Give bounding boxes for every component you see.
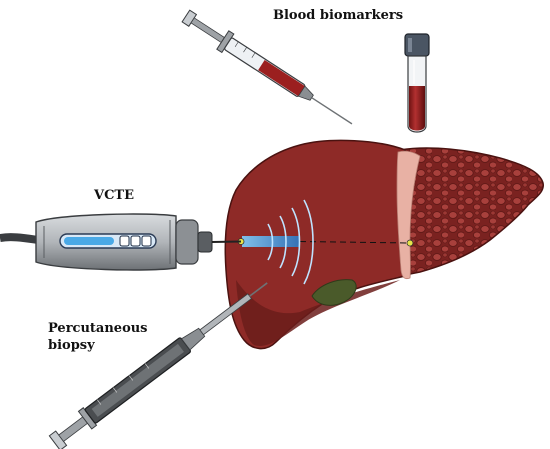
blood-tube-icon	[404, 33, 430, 133]
liver-right-lobe	[399, 147, 544, 276]
vcte-label: VCTE	[94, 188, 135, 203]
vcte-probe-icon	[0, 213, 242, 271]
gallbladder	[311, 279, 357, 306]
syringe-icon	[181, 9, 353, 125]
falciform-ligament	[396, 150, 421, 280]
biopsy-label-line1: Percutaneous	[48, 321, 148, 336]
liver-icon	[224, 139, 544, 350]
blood-biomarkers-label: Blood biomarkers	[273, 8, 404, 23]
biopsy-needle-icon	[48, 282, 268, 449]
percutaneous-biopsy-label: Percutaneous biopsy	[48, 320, 148, 354]
liver-underside	[236, 280, 400, 346]
biopsy-label-line2: biopsy	[48, 338, 95, 353]
